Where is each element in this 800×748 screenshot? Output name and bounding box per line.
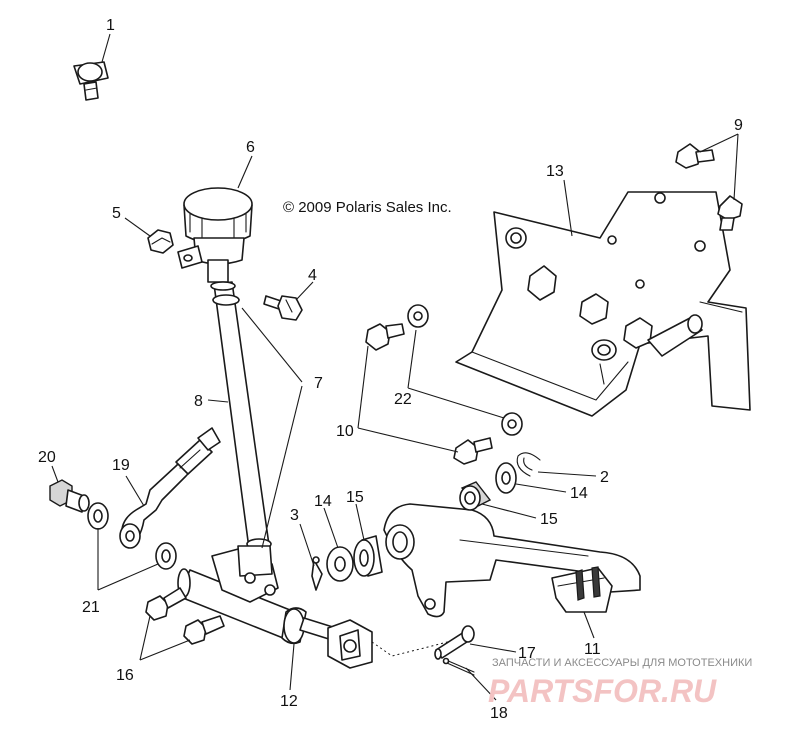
part-12-master-cylinder xyxy=(177,545,337,645)
part-14-washer-right xyxy=(495,462,517,494)
part-15-bushing-left xyxy=(353,535,383,577)
part-11-brake-pedal xyxy=(383,503,641,618)
callout-21: 21 xyxy=(82,599,100,616)
part-18-cotter-pin xyxy=(442,657,475,676)
callout-17: 17 xyxy=(518,645,536,662)
part-6-reservoir xyxy=(177,187,253,283)
callout-labels: 1 2 3 4 5 6 7 8 9 10 11 12 13 14 14 15 1… xyxy=(38,17,743,722)
part-13-bracket xyxy=(455,191,751,417)
part-4-bolt xyxy=(263,295,303,321)
callout-11: 11 xyxy=(584,641,601,658)
part-10-bolt xyxy=(365,323,493,465)
clevis xyxy=(327,619,373,669)
callout-4: 4 xyxy=(308,267,317,284)
part-3-cotter-pin xyxy=(311,556,323,591)
part-21-washers xyxy=(87,502,177,570)
callout-22: 22 xyxy=(394,391,412,408)
part-19-brake-hose xyxy=(119,427,221,549)
callout-7: 7 xyxy=(314,375,323,392)
leader-lines xyxy=(51,33,739,701)
callout-1: 1 xyxy=(106,17,115,34)
callout-9: 9 xyxy=(734,117,743,134)
callout-3: 3 xyxy=(290,507,299,524)
part-20-banjo-bolt xyxy=(49,479,90,513)
part-17-clevis-pin xyxy=(434,625,475,660)
watermark-logo: PARTSFOR.RU xyxy=(488,673,717,709)
callout-19: 19 xyxy=(112,457,130,474)
callout-20: 20 xyxy=(38,449,56,466)
part-8-brake-line xyxy=(210,281,272,557)
callout-14-top: 14 xyxy=(314,493,332,510)
callout-15-right: 15 xyxy=(540,511,558,528)
callout-13: 13 xyxy=(546,163,564,180)
callout-15-top: 15 xyxy=(346,489,364,506)
callout-6: 6 xyxy=(246,139,255,156)
watermark-tagline: ЗАПЧАСТИ И АКСЕССУАРЫ ДЛЯ МОТОТЕХНИКИ xyxy=(492,657,752,669)
part-2-spring-clip xyxy=(516,452,541,477)
part-22-washers xyxy=(407,304,523,436)
callout-12: 12 xyxy=(280,693,298,710)
callout-10: 10 xyxy=(336,423,354,440)
part-15-bushing-right xyxy=(459,481,492,511)
copyright-text: © 2009 Polaris Sales Inc. xyxy=(283,199,452,216)
part-16-bolts xyxy=(145,587,225,645)
callout-16: 16 xyxy=(116,667,134,684)
callout-18: 18 xyxy=(490,705,508,722)
part-5-nut xyxy=(147,229,174,254)
watermark: ЗАПЧАСТИ И АКСЕССУАРЫ ДЛЯ МОТОТЕХНИКИ PA… xyxy=(488,657,752,709)
part-1-hose-clip xyxy=(73,61,109,101)
callout-14-right: 14 xyxy=(570,485,588,502)
part-9-bolts xyxy=(675,143,743,231)
callout-2: 2 xyxy=(600,469,609,486)
part-14-washer-left xyxy=(326,546,354,582)
callout-5: 5 xyxy=(112,205,121,222)
callout-8: 8 xyxy=(194,393,203,410)
